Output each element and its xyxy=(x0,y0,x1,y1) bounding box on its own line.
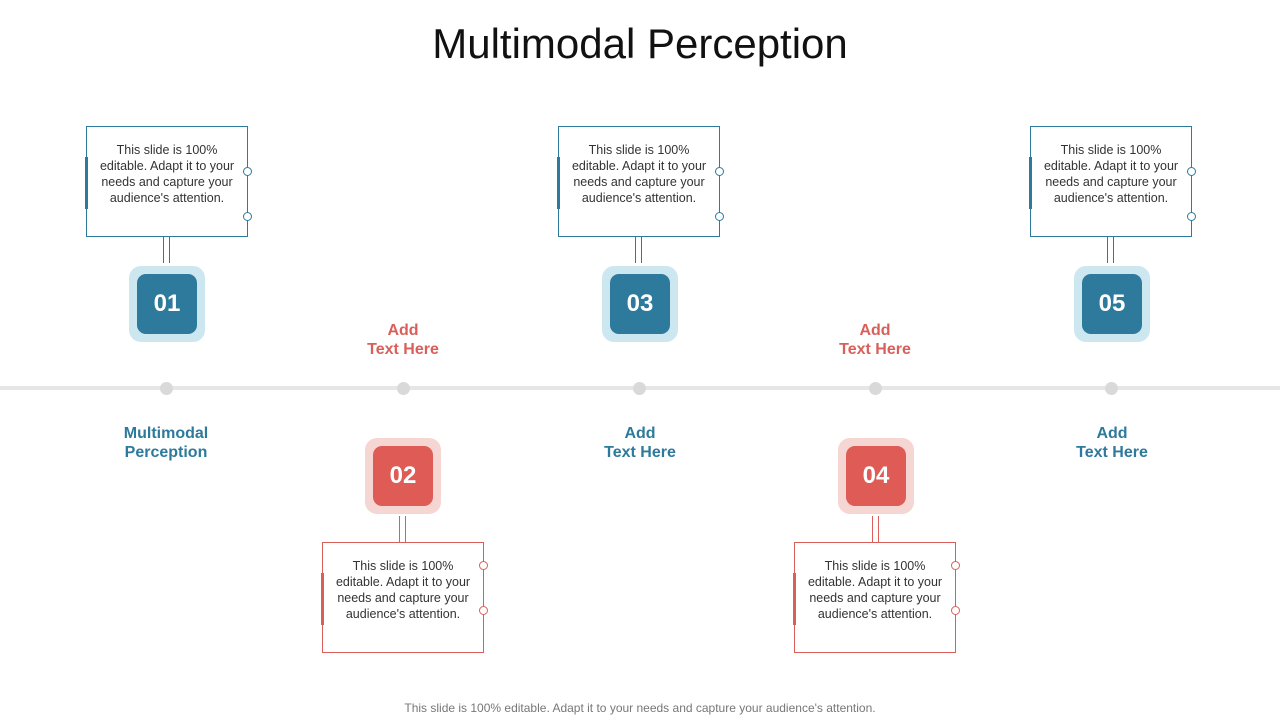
timeline-dot-2 xyxy=(397,382,410,395)
step-1-description: This slide is 100% editable. Adapt it to… xyxy=(99,143,235,205)
box-connector-circle xyxy=(951,561,960,570)
step-2-label-line1: Add xyxy=(387,322,419,339)
box-connector-circle xyxy=(479,561,488,570)
step-1-label: Multimodal Perception xyxy=(76,424,256,462)
step-4-connector xyxy=(872,516,879,542)
box-accent-bar xyxy=(557,157,560,209)
step-1-badge: 01 xyxy=(129,266,205,342)
step-1-text-box: This slide is 100% editable. Adapt it to… xyxy=(85,126,252,237)
step-5-label: Add Text Here xyxy=(1022,424,1202,462)
step-3-number: 03 xyxy=(610,274,670,334)
step-1-label-line1: Multimodal xyxy=(123,425,209,442)
step-1-connector xyxy=(163,237,170,263)
step-1-label-line2: Perception xyxy=(124,444,208,461)
step-2-label: Add Text Here xyxy=(313,321,493,359)
box-accent-bar xyxy=(85,157,88,209)
slide-title: Multimodal Perception xyxy=(432,20,848,67)
box-connector-circle xyxy=(715,212,724,221)
box-connector-circle xyxy=(715,167,724,176)
step-4-description: This slide is 100% editable. Adapt it to… xyxy=(807,559,943,621)
step-5-label-line2: Text Here xyxy=(1076,444,1148,461)
step-5-number: 05 xyxy=(1082,274,1142,334)
box-connector-circle xyxy=(951,606,960,615)
step-5-text-box: This slide is 100% editable. Adapt it to… xyxy=(1029,126,1196,237)
box-accent-bar xyxy=(793,573,796,625)
step-2-label-line2: Text Here xyxy=(367,341,439,358)
box-accent-bar xyxy=(1029,157,1032,209)
box-connector-circle xyxy=(1187,167,1196,176)
step-4-label-line2: Text Here xyxy=(839,341,911,358)
footer-note: This slide is 100% editable. Adapt it to… xyxy=(404,701,876,715)
step-3-connector xyxy=(635,237,642,263)
timeline-dot-3 xyxy=(633,382,646,395)
step-2-number: 02 xyxy=(373,446,433,506)
timeline-dot-4 xyxy=(869,382,882,395)
step-4-text-box: This slide is 100% editable. Adapt it to… xyxy=(793,542,960,653)
step-1-number: 01 xyxy=(137,274,197,334)
step-2-description: This slide is 100% editable. Adapt it to… xyxy=(335,559,471,621)
step-4-label-line1: Add xyxy=(859,322,891,339)
step-3-label-line1: Add xyxy=(624,425,656,442)
step-5-connector xyxy=(1107,237,1114,263)
step-4-badge: 04 xyxy=(838,438,914,514)
step-3-badge: 03 xyxy=(602,266,678,342)
step-5-label-line1: Add xyxy=(1096,425,1128,442)
box-accent-bar xyxy=(321,573,324,625)
box-connector-circle xyxy=(479,606,488,615)
step-2-connector xyxy=(399,516,406,542)
box-connector-circle xyxy=(243,167,252,176)
step-2-badge: 02 xyxy=(365,438,441,514)
timeline-dot-5 xyxy=(1105,382,1118,395)
step-3-label: Add Text Here xyxy=(550,424,730,462)
step-3-description: This slide is 100% editable. Adapt it to… xyxy=(571,143,707,205)
step-5-description: This slide is 100% editable. Adapt it to… xyxy=(1043,143,1179,205)
step-3-text-box: This slide is 100% editable. Adapt it to… xyxy=(557,126,724,237)
step-2-text-box: This slide is 100% editable. Adapt it to… xyxy=(321,542,488,653)
box-connector-circle xyxy=(243,212,252,221)
step-3-label-line2: Text Here xyxy=(604,444,676,461)
step-4-label: Add Text Here xyxy=(785,321,965,359)
timeline-dot-1 xyxy=(160,382,173,395)
step-4-number: 04 xyxy=(846,446,906,506)
box-connector-circle xyxy=(1187,212,1196,221)
step-5-badge: 05 xyxy=(1074,266,1150,342)
